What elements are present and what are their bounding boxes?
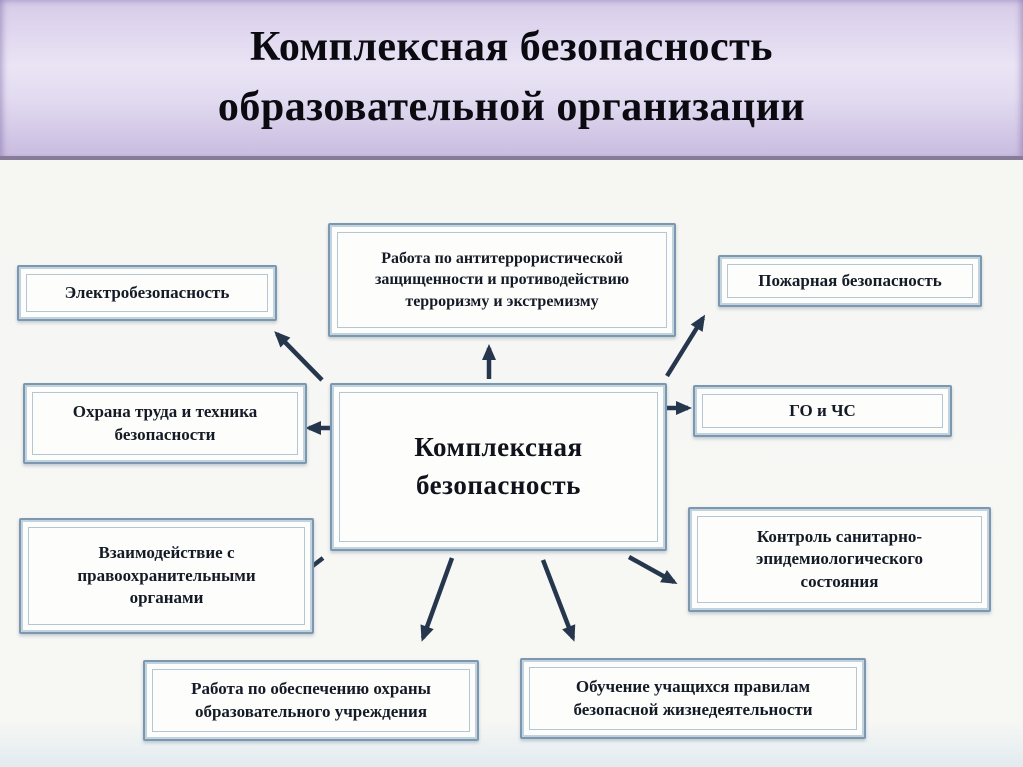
node-antiterrorism-work: Работа по антитеррористической защищенно… (328, 223, 676, 337)
page-title-line-2: образовательной организации (217, 84, 806, 130)
node-central-comprehensive-security: Комплексная безопасность (330, 383, 667, 551)
arrow-center-to-guard (420, 557, 455, 642)
node-life-safety-training: Обучение учащихся правилам безопасной жи… (520, 658, 866, 739)
node-civil-defense-label: ГО и ЧС (789, 400, 856, 420)
arrow-center-to-sanitary (627, 555, 678, 584)
node-civil-defense: ГО и ЧС (693, 385, 952, 437)
node-labor-protection-label: Охрана труда и техника безопасности (72, 402, 258, 444)
node-central-comprehensive-security-label: Комплексная безопасность (414, 432, 583, 500)
node-electrical-safety-label: Электробезопасность (64, 282, 230, 302)
node-law-enforcement-cooperation-label: Взаимодействие с правоохранительными орг… (77, 543, 256, 608)
node-institution-security-work: Работа по обеспечению охраны образовател… (143, 660, 479, 741)
node-institution-security-work-label: Работа по обеспечению охраны образовател… (191, 679, 431, 721)
node-sanitary-control: Контроль санитарно-эпидемиологического с… (688, 507, 991, 612)
arrow-center-to-fire (665, 314, 706, 378)
node-life-safety-training-label: Обучение учащихся правилам безопасной жи… (573, 677, 813, 719)
slide-header: Комплексная безопасность образовательной… (0, 0, 1023, 160)
node-fire-safety-label: Пожарная безопасность (758, 270, 942, 290)
node-sanitary-control-label: Контроль санитарно-эпидемиологического с… (755, 526, 924, 591)
node-electrical-safety: Электробезопасность (17, 265, 277, 321)
page-title-line-1: Комплексная безопасность (249, 24, 774, 71)
arrow-center-to-training (540, 559, 576, 642)
node-fire-safety: Пожарная безопасность (718, 255, 982, 307)
node-labor-protection: Охрана труда и техника безопасности (23, 383, 307, 464)
node-law-enforcement-cooperation: Взаимодействие с правоохранительными орг… (19, 518, 314, 634)
arrow-center-to-electro (274, 331, 324, 382)
node-antiterrorism-work-label: Работа по антитеррористической защищенно… (374, 250, 630, 310)
